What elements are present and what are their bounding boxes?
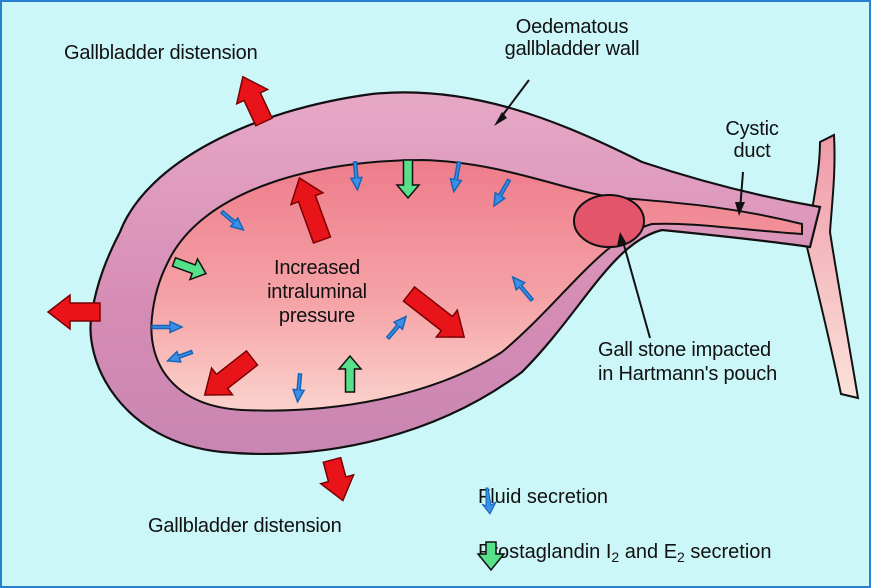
legend-prosta-c: secretion [685,541,772,563]
pressure-label-line1: Increased [242,256,392,280]
stone-leader-line [622,238,650,338]
gall-stone [574,195,644,247]
bile-duct [807,135,858,398]
distension-label-bottom: Gallbladder distension [148,515,342,537]
cystic-duct-label-line1: Cystic [702,118,802,140]
pressure-label: Increased intraluminal pressure [242,256,392,328]
pressure-arrow-icon [316,456,360,505]
legend-fluid: Fluid secretion [476,486,608,509]
gall-stone-label: Gall stone impacted in Hartmann's pouch [598,338,777,386]
legend-prostaglandin: Prostaglandin I2 and E2 secretion [476,541,772,565]
distension-label-top: Gallbladder distension [64,42,258,64]
wall-label: Oedematous gallbladder wall [467,16,677,60]
wall-label-line1: Oedematous [467,16,677,38]
legend-prostaglandin-text: Prostaglandin I2 and E2 secretion [478,541,772,565]
cystic-duct-label-line2: duct [702,140,802,162]
prostaglandin-arrow-icon [476,541,510,571]
legend-prosta-b: and E [619,541,677,563]
pressure-label-line2: intraluminal [242,280,392,304]
pressure-label-line3: pressure [242,304,392,328]
cystic-duct-label: Cystic duct [702,118,802,162]
wall-label-line2: gallbladder wall [467,38,677,60]
fluid-arrow-icon [476,486,510,516]
gall-stone-label-line1: Gall stone impacted [598,338,777,362]
gall-stone-label-line2: in Hartmann's pouch [598,362,777,386]
legend-prosta-sub2: 2 [677,549,685,565]
